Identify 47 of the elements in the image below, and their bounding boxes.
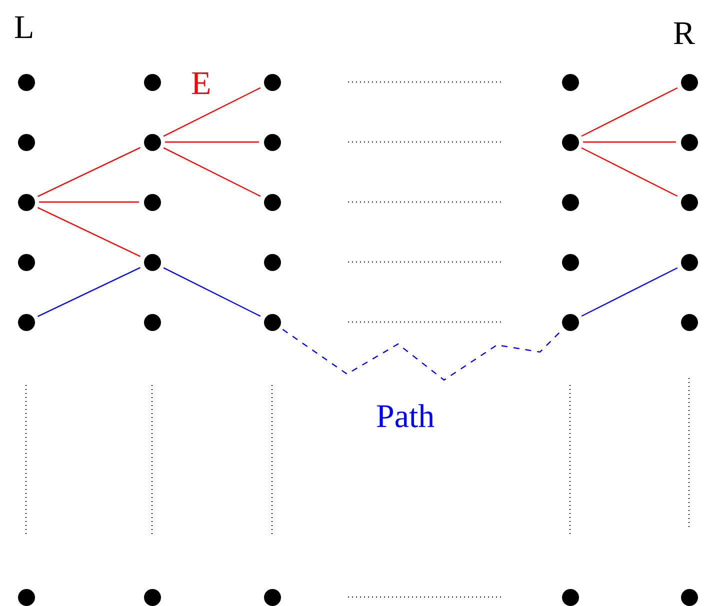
dot — [264, 74, 280, 90]
dot — [264, 254, 280, 270]
dot — [562, 588, 578, 606]
dot — [680, 254, 698, 270]
label: Path — [376, 401, 435, 434]
dot — [144, 134, 160, 150]
line — [163, 87, 261, 137]
dot — [562, 134, 578, 150]
dot — [144, 74, 160, 90]
dot — [264, 588, 280, 606]
line — [581, 267, 678, 317]
dot — [18, 74, 34, 90]
dot — [144, 588, 160, 606]
dot — [680, 194, 698, 210]
dot — [18, 134, 34, 150]
line — [581, 147, 678, 197]
line — [165, 141, 259, 143]
line — [37, 207, 141, 257]
line — [163, 267, 261, 317]
line — [37, 267, 141, 317]
label: R — [673, 18, 696, 51]
dot — [562, 314, 578, 330]
label: L — [14, 12, 34, 45]
label: E — [191, 68, 212, 101]
dot — [264, 314, 280, 330]
dot — [680, 588, 698, 606]
line — [583, 141, 676, 143]
dot — [18, 254, 34, 270]
dot — [680, 134, 698, 150]
dot — [144, 254, 160, 270]
line — [581, 87, 678, 137]
line — [37, 147, 141, 197]
dot — [18, 588, 34, 606]
dot — [562, 194, 578, 210]
dot — [680, 314, 698, 330]
dot — [18, 314, 34, 330]
line — [163, 147, 261, 197]
dot — [144, 314, 160, 330]
dot — [680, 74, 698, 90]
dot — [264, 134, 280, 150]
dot — [264, 194, 280, 210]
dot — [18, 194, 34, 210]
dot — [144, 194, 160, 210]
line — [39, 201, 139, 203]
dot — [562, 74, 578, 90]
dot — [562, 254, 578, 270]
dashed-line — [282, 328, 562, 381]
